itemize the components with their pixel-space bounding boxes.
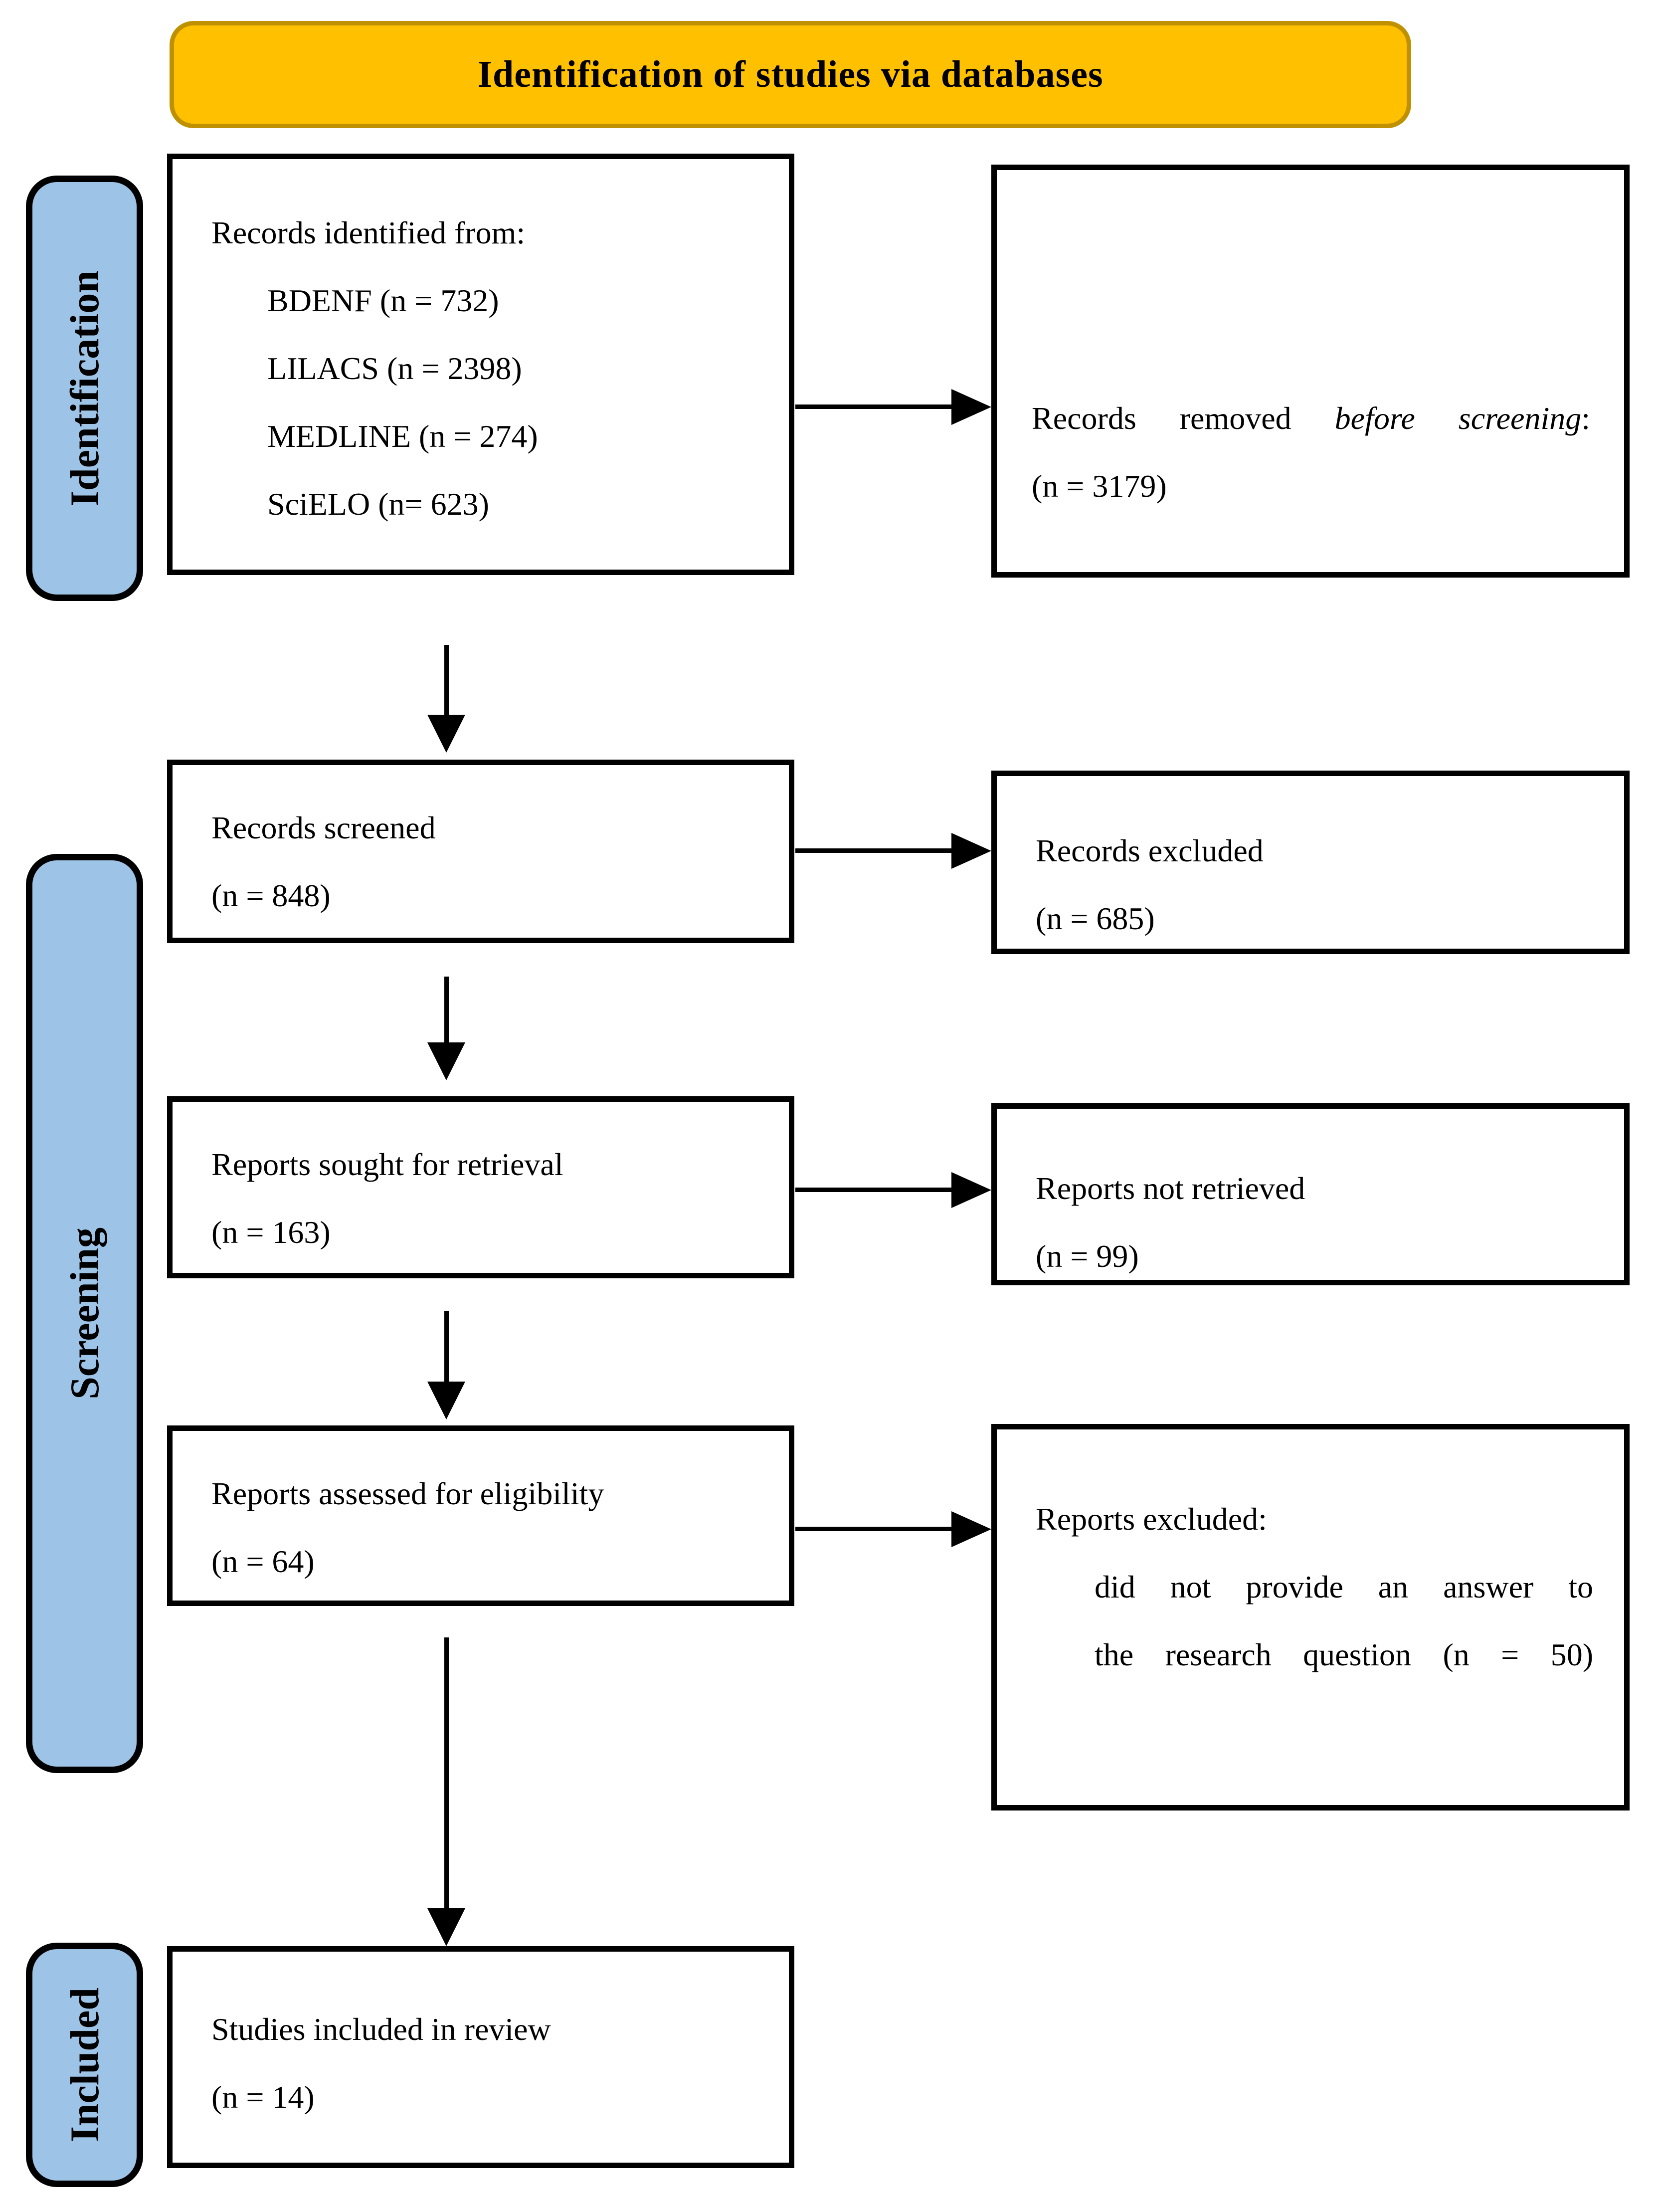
records-removed-italic: before screening: [1334, 401, 1582, 436]
arrow-head-assessed-to-included: [427, 1908, 465, 1946]
arrow-line-identified-to-screened: [444, 645, 449, 716]
box-records-screened: Records screened (n = 848): [167, 760, 794, 943]
arrow-line-assessed-to-included: [444, 1637, 449, 1910]
records-excluded-label: Records excluded: [1036, 833, 1264, 868]
box-studies-included: Studies included in review (n = 14): [167, 1946, 794, 2168]
arrow-head-screened-to-sought: [427, 1042, 465, 1080]
box-reports-assessed: Reports assessed for eligibility (n = 64…: [167, 1425, 794, 1606]
records-identified-item-lilacs: LILACS (n = 2398): [267, 351, 522, 386]
stage-screening: Screening: [26, 854, 143, 1773]
arrow-line-screened-to-sought: [444, 977, 449, 1043]
arrow-head-sought-to-notretrieved: [951, 1172, 991, 1208]
header-title: Identification of studies via databases: [477, 53, 1104, 95]
stage-included-label: Included: [61, 1988, 107, 2142]
arrow-head-identified-to-removed: [951, 389, 991, 425]
studies-included-count: (n = 14): [211, 2079, 315, 2115]
arrow-head-assessed-to-excluded: [951, 1511, 991, 1547]
studies-included-label: Studies included in review: [211, 2011, 551, 2047]
stage-screening-label: Screening: [61, 1227, 107, 1400]
stage-included: Included: [26, 1943, 143, 2187]
records-removed-prefix: Records removed: [1032, 401, 1335, 436]
box-reports-sought: Reports sought for retrieval (n = 163): [167, 1096, 794, 1278]
records-excluded-count: (n = 685): [1036, 901, 1155, 936]
reports-sought-label: Reports sought for retrieval: [211, 1147, 563, 1182]
records-identified-item-bdenf: BDENF (n = 732): [267, 283, 499, 318]
records-removed-count: (n = 3179): [1032, 468, 1167, 504]
arrow-head-identified-to-screened: [427, 715, 465, 753]
reports-not-retrieved-count: (n = 99): [1036, 1238, 1139, 1274]
stage-identification: Identification: [26, 176, 143, 601]
arrow-line-screened-to-excluded: [795, 848, 952, 853]
arrow-line-sought-to-notretrieved: [795, 1188, 952, 1192]
reports-excluded-reason-line2: the research question (n = 50): [1095, 1637, 1593, 1672]
records-removed-line1: Records removed before screening:: [1032, 385, 1590, 452]
reports-sought-count: (n = 163): [211, 1214, 331, 1250]
box-records-removed: Records removed before screening: (n = 3…: [991, 165, 1630, 578]
header-banner: Identification of studies via databases: [170, 21, 1411, 128]
reports-excluded-title: Reports excluded:: [1036, 1501, 1267, 1537]
arrow-head-screened-to-excluded: [951, 833, 991, 869]
records-identified-title: Records identified from:: [211, 215, 526, 250]
box-reports-excluded: Reports excluded: did not provide an ans…: [991, 1424, 1630, 1810]
arrow-head-sought-to-assessed: [427, 1382, 465, 1419]
records-identified-item-medline: MEDLINE (n = 274): [267, 418, 538, 454]
reports-assessed-count: (n = 64): [211, 1544, 315, 1579]
box-reports-not-retrieved: Reports not retrieved (n = 99): [991, 1103, 1630, 1285]
records-removed-suffix: :: [1581, 401, 1591, 436]
arrow-line-assessed-to-excluded: [795, 1527, 952, 1531]
arrow-line-sought-to-assessed: [444, 1311, 449, 1383]
reports-excluded-reason-line1: did not provide an answer to: [1095, 1569, 1593, 1605]
records-screened-label: Records screened: [211, 810, 436, 845]
box-records-identified: Records identified from: BDENF (n = 732)…: [167, 154, 794, 575]
box-records-excluded: Records excluded (n = 685): [991, 771, 1630, 954]
records-screened-count: (n = 848): [211, 878, 331, 913]
records-identified-item-scielo: SciELO (n= 623): [267, 486, 489, 522]
stage-identification-label: Identification: [61, 270, 107, 507]
reports-assessed-label: Reports assessed for eligibility: [211, 1476, 604, 1511]
reports-not-retrieved-label: Reports not retrieved: [1036, 1171, 1305, 1206]
arrow-line-identified-to-removed: [795, 404, 952, 409]
